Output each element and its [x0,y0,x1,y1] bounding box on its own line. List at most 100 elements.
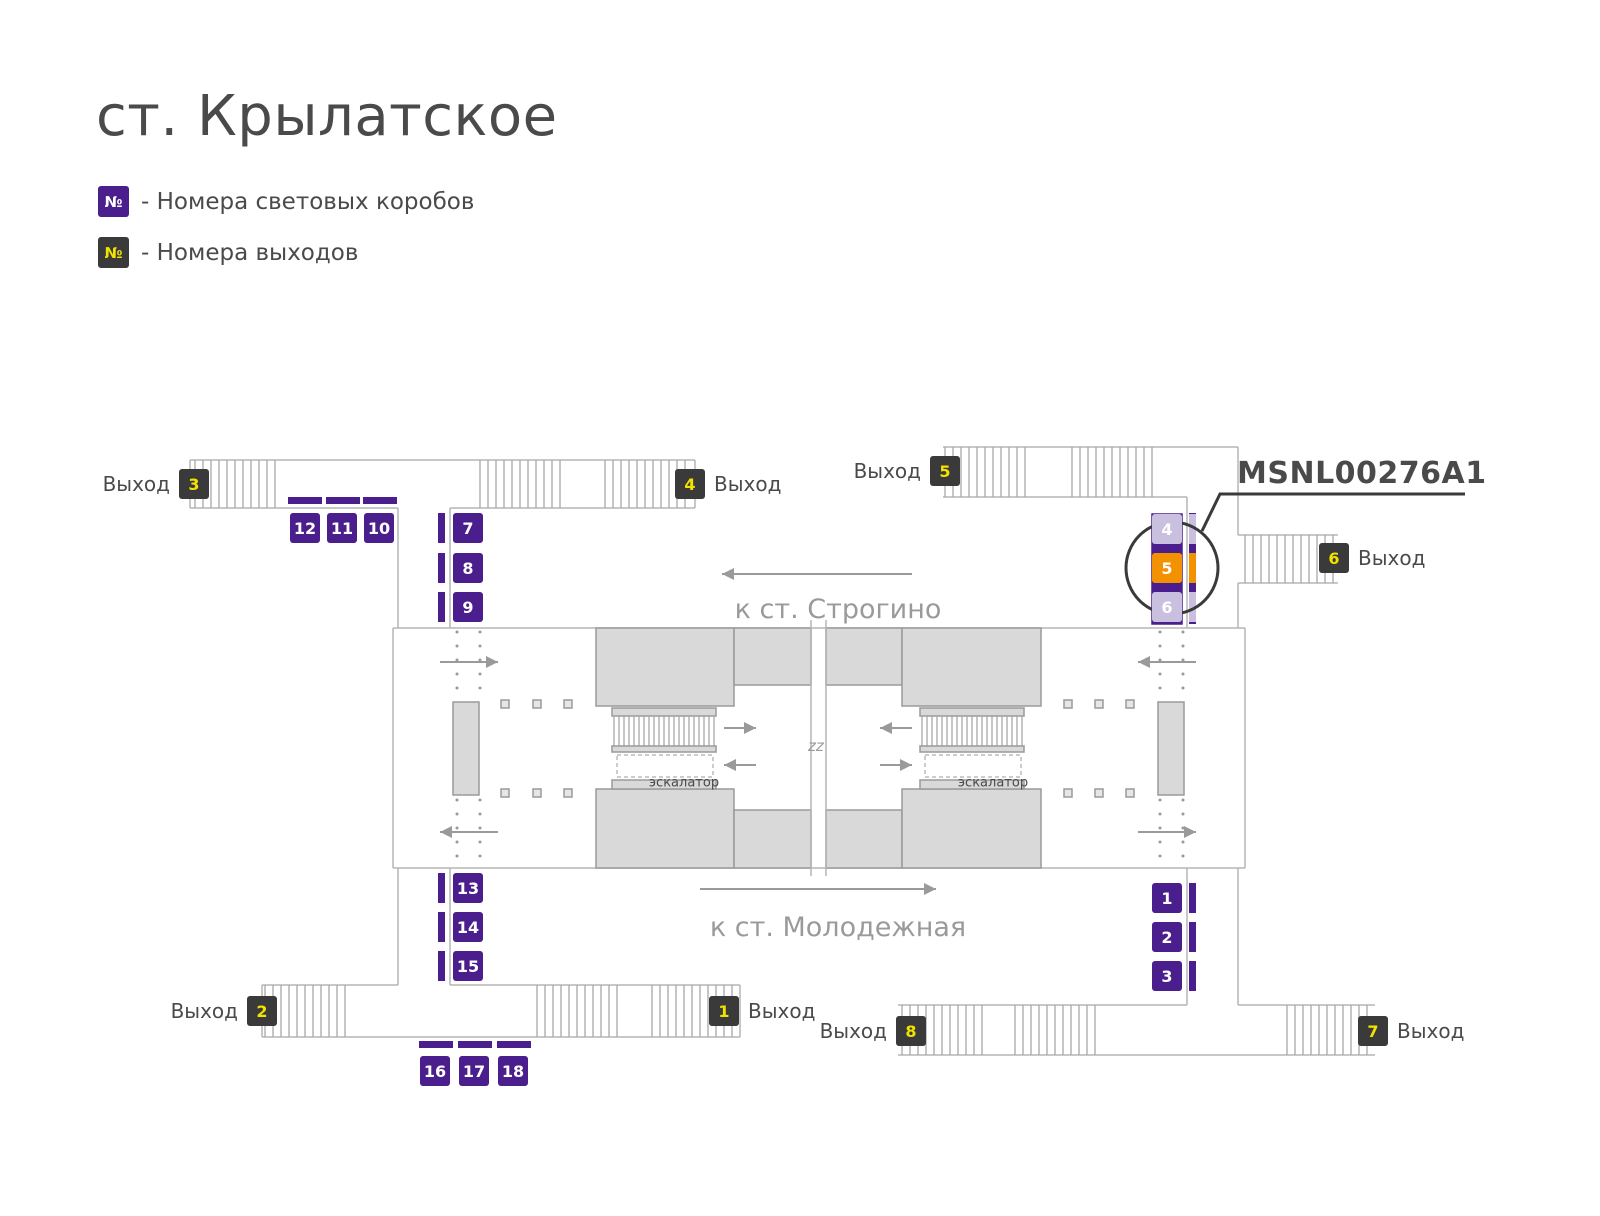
passage-dot [1181,644,1185,648]
exit-badge-1[interactable]: 1 [709,996,739,1026]
escalator-label-left: эскалатор [648,775,720,791]
arrow-strogino-head [722,568,734,580]
lightbox-bar [438,592,445,622]
lightbox-bar [497,1041,531,1048]
passage-dot [478,854,482,858]
lightbox-bar [458,1041,492,1048]
legend-exit: № - Номера выходов [98,237,358,268]
block-top-right [901,627,1042,707]
block-top-right-inner [825,627,903,686]
escalator-landing [919,745,1025,753]
highlight-leader-line [1200,492,1465,532]
exit-label-8: Выход [819,1019,887,1043]
passage-dot [478,812,482,816]
passage-dot [1181,812,1185,816]
exit-label-5: Выход [853,459,921,483]
escalator-box [924,754,1022,778]
column [532,699,542,709]
exit-label-1: Выход [748,999,816,1023]
legend-lightbox: № - Номера световых коробов [98,186,474,217]
column [1094,788,1104,798]
column [1094,699,1104,709]
exit-badge-4[interactable]: 4 [675,469,705,499]
exit-badge-5[interactable]: 5 [930,456,960,486]
column [500,788,510,798]
station-title: ст. Крылатское [96,84,558,149]
exit-legend-badge: № [98,237,129,268]
passage-dot [455,812,459,816]
passage-dot [478,686,482,690]
escalator-landing [919,779,1025,790]
arrow-passage-head [486,656,498,668]
escalator-box [616,754,714,778]
exit-badge-2[interactable]: 2 [247,996,277,1026]
passage-dot [1181,826,1185,830]
lightbox-16[interactable]: 16 [420,1056,450,1086]
lightbox-bar [1189,922,1196,952]
escalator-landing [919,707,1025,717]
lightbox-13[interactable]: 13 [453,873,483,903]
arrow-passage-head [1138,656,1150,668]
arrow-escalator-head [724,759,736,771]
passage-dot [1158,826,1162,830]
passage-dot [478,672,482,676]
lightbox-bar [438,951,445,981]
passage-dot [478,630,482,634]
lightbox-18[interactable]: 18 [498,1056,528,1086]
passage-dot [1158,644,1162,648]
lightbox-17[interactable]: 17 [459,1056,489,1086]
passage-dot [1158,798,1162,802]
exit-label-2: Выход [170,999,238,1023]
lightbox-2[interactable]: 2 [1152,922,1182,952]
column [532,788,542,798]
lightbox-8[interactable]: 8 [453,553,483,583]
lightbox-14[interactable]: 14 [453,912,483,942]
escalator-landing [611,745,717,753]
block-top-left [595,627,735,707]
passage-dot [1181,854,1185,858]
passage-dot [1181,658,1185,662]
column [1063,788,1073,798]
direction-molodezhnaya: к ст. Молодежная [709,912,967,943]
passage-dot [1181,840,1185,844]
block-bottom-right-inner [825,809,903,869]
lightbox-bar [438,553,445,583]
lightbox-9[interactable]: 9 [453,592,483,622]
lightbox-7[interactable]: 7 [453,513,483,543]
passage-dot [455,798,459,802]
passage-dot [478,644,482,648]
exit-badge-7[interactable]: 7 [1358,1016,1388,1046]
pillar-left [452,701,480,796]
arrow-passage-head [1184,826,1196,838]
lightbox-bar [288,497,322,504]
lightbox-1[interactable]: 1 [1152,883,1182,913]
exit-label-3: Выход [102,472,170,496]
arrow-passage-head [440,826,452,838]
zz-label: zz [808,737,824,755]
lightbox-15[interactable]: 15 [453,951,483,981]
escalator-landing [611,707,717,717]
lightbox-4[interactable]: 4 [1152,514,1182,544]
exit-badge-8[interactable]: 8 [896,1016,926,1046]
passage-dot [455,644,459,648]
lightbox-bar [1189,961,1196,991]
lightbox-5[interactable]: 5 [1152,553,1182,583]
lightbox-6[interactable]: 6 [1152,592,1182,622]
passage-dot [455,630,459,634]
column [1125,788,1135,798]
escalator-label-right: эскалатор [957,775,1029,791]
passage-dot [1181,798,1185,802]
lightbox-10[interactable]: 10 [364,513,394,543]
column [1125,699,1135,709]
arrow-molodezhnaya-head [924,883,936,895]
exit-label-7: Выход [1397,1019,1465,1043]
lightbox-legend-text: - Номера световых коробов [141,188,475,215]
column [500,699,510,709]
lightbox-12[interactable]: 12 [290,513,320,543]
lightbox-bar-highlight [1189,553,1196,583]
lightbox-11[interactable]: 11 [327,513,357,543]
passage-dot [455,686,459,690]
exit-badge-3[interactable]: 3 [179,469,209,499]
lightbox-3[interactable]: 3 [1152,961,1182,991]
exit-badge-6[interactable]: 6 [1319,543,1349,573]
